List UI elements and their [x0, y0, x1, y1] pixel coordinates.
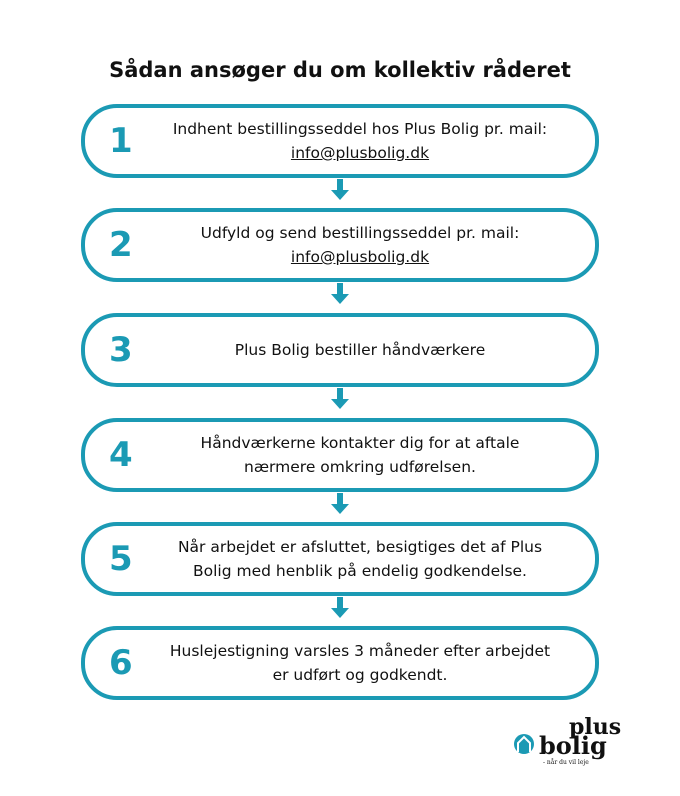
step-line: er udført og godkendt. [272, 666, 448, 684]
step-number: 1 [109, 121, 133, 161]
arrow-down-icon [331, 388, 349, 409]
step-number: 2 [109, 225, 133, 265]
arrow-down-icon [331, 597, 349, 618]
step-box-6: 6 Huslejestigning varsles 3 måneder efter… [81, 626, 599, 700]
step-number: 4 [109, 435, 133, 475]
step-number: 3 [109, 330, 133, 370]
step-text: Indhent bestillingsseddel hos Plus Bolig… [155, 108, 565, 174]
logo-plus: plus [569, 714, 621, 740]
plus-bolig-logo: plus bolig - når du vil leje [513, 712, 633, 768]
house-icon: plus bolig - når du vil leje [514, 714, 621, 766]
step-text: Plus Bolig bestiller håndværkere [155, 317, 565, 383]
step-line: Håndværkerne kontakter dig for at aftale [200, 434, 520, 452]
arrow-down-icon [331, 179, 349, 200]
arrow-down-icon [331, 493, 349, 514]
step-number: 5 [109, 539, 133, 579]
step-text: Huslejestigning varsles 3 måneder efter … [155, 630, 565, 696]
step-box-5: 5 Når arbejdet er afsluttet, besigtiges d… [81, 522, 599, 596]
step-text: Udfyld og send bestillingsseddel pr. mai… [155, 212, 565, 278]
step-text: Når arbejdet er afsluttet, besigtiges de… [155, 526, 565, 592]
step-line: nærmere omkring udførelsen. [244, 458, 476, 476]
step-line: Plus Bolig bestiller håndværkere [234, 341, 486, 359]
logo-bolig: bolig [539, 731, 607, 760]
step-text: Håndværkerne kontakter dig for at aftale… [155, 422, 565, 488]
step-line: Indhent bestillingsseddel hos Plus Bolig… [172, 120, 548, 138]
step-box-1: 1 Indhent bestillingsseddel hos Plus Boli… [81, 104, 599, 178]
logo-tagline: - når du vil leje [543, 759, 589, 766]
step-box-3: 3 Plus Bolig bestiller håndværkere [81, 313, 599, 387]
step-box-2: 2 Udfyld og send bestillingsseddel pr. ma… [81, 208, 599, 282]
page-title: Sådan ansøger du om kollektiv råderet [109, 58, 571, 82]
step-box-4: 4 Håndværkerne kontakter dig for at aftal… [81, 418, 599, 492]
step-line: Når arbejdet er afsluttet, besigtiges de… [177, 538, 543, 556]
email-link[interactable]: info@plusbolig.dk [290, 248, 430, 266]
step-line: Udfyld og send bestillingsseddel pr. mai… [200, 224, 520, 242]
step-line: Huslejestigning varsles 3 måneder efter … [169, 642, 551, 660]
step-line: Bolig med henblik på endelig godkendelse… [193, 562, 527, 580]
email-link[interactable]: info@plusbolig.dk [290, 144, 430, 162]
step-number: 6 [109, 643, 133, 683]
arrow-down-icon [331, 283, 349, 304]
